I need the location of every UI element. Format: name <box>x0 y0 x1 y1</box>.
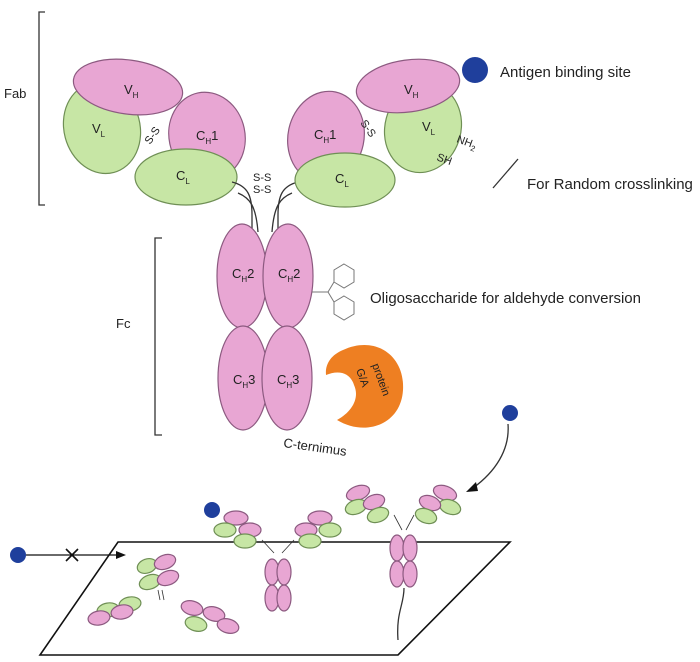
left-disulfide-label: S-S <box>143 125 163 147</box>
fc-region: CH2 CH2 CH3 CH3 <box>216 223 314 431</box>
svg-text:VH: VH <box>124 82 139 100</box>
svg-text:CH2: CH2 <box>232 266 254 284</box>
nh2-group: NH2 <box>454 134 478 154</box>
random-crosslinking-label: For Random crosslinking <box>527 176 693 193</box>
left-fab-arm: VH VL CH1 CL S-S <box>62 58 246 206</box>
hinge-region: S-S S-S <box>231 172 299 233</box>
binding-arrow <box>472 423 509 489</box>
svg-text:CL: CL <box>176 168 190 186</box>
hinge-disulfide-bottom: S-S <box>253 184 271 196</box>
svg-text:CH1: CH1 <box>314 127 336 145</box>
svg-text:CL: CL <box>335 171 349 189</box>
c-terminus-label: C-ternimus <box>283 435 349 459</box>
upright-antibody-middle <box>213 510 342 612</box>
svg-text:CH3: CH3 <box>233 372 255 390</box>
svg-text:CH1: CH1 <box>196 128 218 146</box>
incoming-antigen-dot <box>502 405 518 421</box>
svg-text:CH3: CH3 <box>277 372 299 390</box>
oligosaccharide-label: Oligosaccharide for aldehyde conversion <box>370 290 641 307</box>
left-cl-domain <box>134 148 238 206</box>
free-antigen-dot <box>10 547 26 563</box>
protein-ga-shape <box>325 344 404 428</box>
left-vh-domain <box>72 58 184 116</box>
svg-text:VL: VL <box>422 119 436 137</box>
flat-antibody <box>87 553 240 634</box>
upright-antibody-tethered <box>344 484 462 641</box>
svg-text:CH2: CH2 <box>278 266 300 284</box>
hinge-disulfide-top: S-S <box>253 172 271 184</box>
bound-antigen-dot <box>204 502 220 518</box>
fc-label: Fc <box>116 316 131 331</box>
fab-bracket <box>38 11 45 206</box>
block-x-mark <box>65 548 79 562</box>
antigen-dot <box>462 57 488 83</box>
fab-label: Fab <box>4 86 26 101</box>
binding-arrow-head <box>466 482 478 492</box>
left-ch3-domain <box>217 325 269 431</box>
right-fab-arm: VH VL CH1 CL S-S NH2 SH <box>287 58 478 208</box>
fc-bracket <box>154 237 162 436</box>
svg-text:VH: VH <box>404 82 419 100</box>
right-ch3-domain <box>261 325 313 431</box>
crosslinking-slash <box>492 158 519 189</box>
blocked-arrow-head <box>116 551 126 559</box>
surface-plane <box>38 541 512 656</box>
sh-group: SH <box>435 152 454 169</box>
right-cl-domain <box>294 152 396 208</box>
oligosaccharide-icon <box>312 263 355 321</box>
svg-text:VL: VL <box>92 121 106 139</box>
right-vh-domain <box>355 58 461 114</box>
antigen-binding-site-label: Antigen binding site <box>500 64 631 81</box>
